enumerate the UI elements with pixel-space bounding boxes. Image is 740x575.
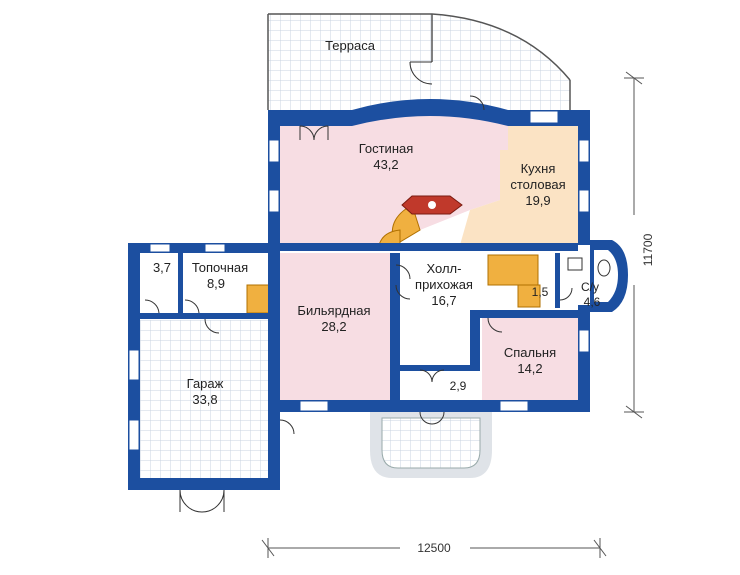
height-dimension-label: 11700 [641,233,655,266]
bedroom-area: 14,2 [517,361,542,376]
bedroom-label: Спальня [504,345,556,360]
doors [144,61,573,513]
hall-label-line2: прихожая [415,277,473,292]
living-room-label: Гостиная [359,141,414,156]
bath-label: С/у [581,280,599,294]
kitchen-label-line1: Кухня [521,161,556,176]
bath-area: 4,6 [584,295,601,309]
terrace-area [267,13,571,112]
exterior-walls [128,99,628,490]
kitchen-label-line2: столовая [510,177,565,192]
width-dimension-label: 12500 [417,541,451,555]
interior-walls [140,243,580,403]
kitchen-area: 19,9 [525,193,550,208]
storage-area: 3,7 [153,260,171,275]
billiard-room-area: 28,2 [321,319,346,334]
living-room-area: 43,2 [373,157,398,172]
hall-staircase [487,254,541,308]
windows [128,110,590,451]
closet-area: 1,5 [532,285,549,299]
width-dimension [261,538,607,558]
hall-area: 16,7 [431,293,456,308]
height-dimension [624,71,644,419]
billiard-room-label: Бильярдная [297,303,370,318]
boiler-staircase [246,284,271,314]
vestibule-area: 2,9 [450,379,467,393]
garage-area: 33,8 [192,392,217,407]
hall-label-line1: Холл- [427,261,462,276]
garage-label: Гараж [187,376,224,391]
boiler-room-area: 8,9 [207,276,225,291]
terrace-label: Терраса [325,38,376,53]
boiler-room-label: Топочная [192,260,248,275]
bath-fixtures [567,257,611,277]
fireplace-icon [401,195,463,215]
